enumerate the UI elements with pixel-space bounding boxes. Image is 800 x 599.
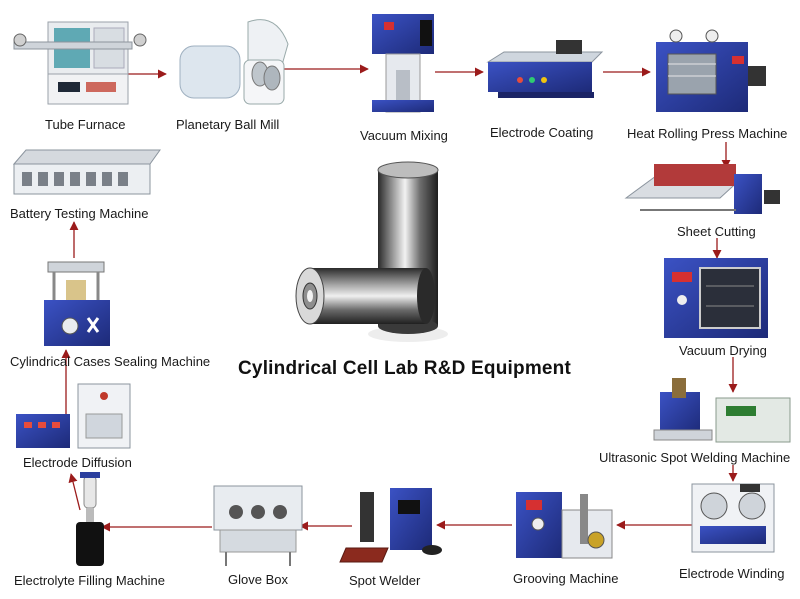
grooving-machine-image bbox=[516, 492, 613, 559]
label-electrolyte-filling: Electrolyte Filling Machine bbox=[14, 573, 166, 588]
label-glove-box: Glove Box bbox=[228, 572, 288, 587]
cases-sealing-image bbox=[44, 261, 110, 346]
planetary-ball-mill-image bbox=[179, 19, 289, 105]
label-vacuum-mixing: Vacuum Mixing bbox=[360, 128, 448, 143]
electrolyte-filling-image bbox=[76, 472, 104, 566]
spot-welder-image bbox=[339, 488, 442, 563]
label-electrode-diffusion: Electrode Diffusion bbox=[23, 455, 132, 470]
battery-testing-image bbox=[12, 149, 161, 195]
ultrasonic-spot-welding-image bbox=[653, 378, 791, 443]
glove-box-image bbox=[213, 485, 303, 566]
label-electrode-winding: Electrode Winding bbox=[679, 566, 785, 581]
label-grooving-machine: Grooving Machine bbox=[513, 571, 619, 586]
label-sheet-cutting: Sheet Cutting bbox=[677, 224, 756, 239]
label-battery-testing: Battery Testing Machine bbox=[10, 206, 149, 221]
vacuum-drying-image bbox=[664, 258, 768, 338]
label-tube-furnace: Tube Furnace bbox=[45, 117, 126, 132]
electrode-winding-image bbox=[691, 483, 775, 553]
label-cases-sealing: Cylindrical Cases Sealing Machine bbox=[10, 354, 211, 369]
diagram-title: Cylindrical Cell Lab R&D Equipment bbox=[238, 358, 572, 379]
vacuum-mixing-image bbox=[372, 14, 434, 113]
cylindrical-cells-image bbox=[295, 161, 448, 342]
tube-furnace-image bbox=[13, 21, 147, 105]
label-electrode-coating: Electrode Coating bbox=[490, 125, 594, 140]
sheet-cutting-image bbox=[624, 164, 780, 214]
electrode-diffusion-image bbox=[16, 383, 131, 449]
heat-rolling-press-image bbox=[656, 29, 766, 112]
label-ultrasonic-spot-welding: Ultrasonic Spot Welding Machine bbox=[599, 450, 791, 465]
arrow-filling-to-diffusion bbox=[68, 473, 81, 511]
label-spot-welder: Spot Welder bbox=[349, 573, 421, 588]
electrode-coating-image bbox=[486, 40, 604, 98]
label-vacuum-drying: Vacuum Drying bbox=[679, 343, 767, 358]
label-planetary-ball-mill: Planetary Ball Mill bbox=[176, 117, 280, 132]
label-heat-rolling-press: Heat Rolling Press Machine bbox=[627, 126, 788, 141]
flow-arrows bbox=[61, 64, 738, 532]
